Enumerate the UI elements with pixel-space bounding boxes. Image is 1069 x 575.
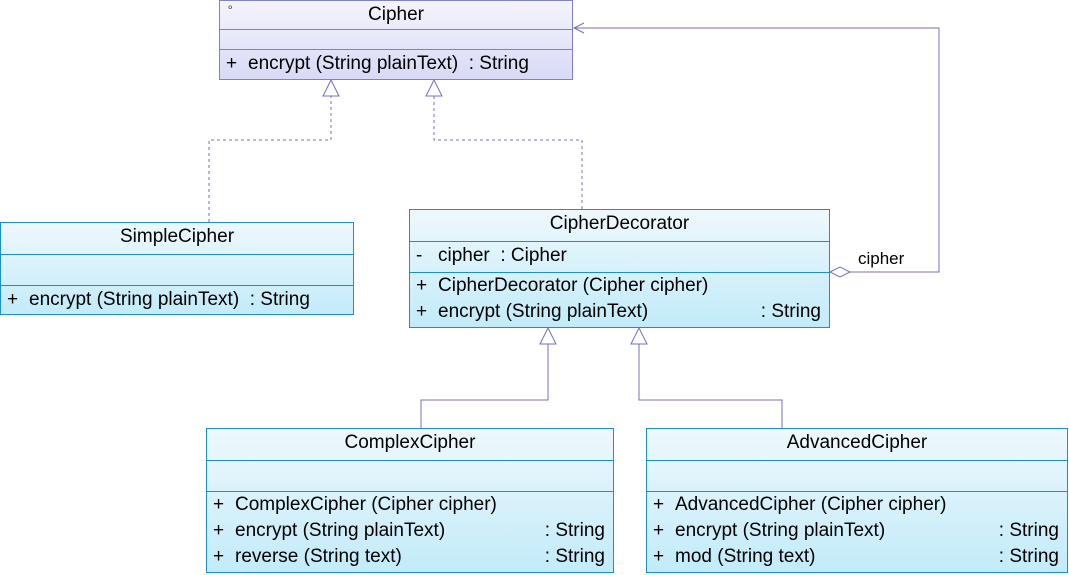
operation-row: +AdvancedCipher (Cipher cipher) xyxy=(653,494,947,515)
class-cipherdecorator[interactable]: CipherDecorator -cipher : Cipher +Cipher… xyxy=(409,209,830,328)
operations-section: +AdvancedCipher (Cipher cipher) +encrypt… xyxy=(647,491,1067,572)
attributes-section xyxy=(647,460,1067,491)
generalization-complex-arrowhead xyxy=(539,326,557,345)
class-advancedcipher[interactable]: AdvancedCipher +AdvancedCipher (Cipher c… xyxy=(646,428,1068,573)
generalization-advanced-arrowhead xyxy=(630,326,648,345)
operations-section: +encrypt (String plainText) : String xyxy=(220,49,572,79)
operation-row: +encrypt (String plainText) : String xyxy=(653,520,1059,541)
aggregation-line xyxy=(574,27,940,273)
operations-section: +encrypt (String plainText) : String xyxy=(1,285,353,314)
operations-section: +ComplexCipher (Cipher cipher) +encrypt … xyxy=(207,491,613,572)
generalization-complex-line xyxy=(420,344,549,428)
attributes-section xyxy=(207,460,613,491)
operations-section: +CipherDecorator (Cipher cipher) +encryp… xyxy=(410,272,829,327)
operation-row: +mod (String text) : String xyxy=(653,546,1059,567)
class-name: SimpleCipher xyxy=(119,226,235,247)
class-name: CipherDecorator xyxy=(549,213,690,234)
aggregation-diamond xyxy=(828,266,852,278)
realization-simplecipher-arrowhead xyxy=(322,78,340,97)
class-simplecipher[interactable]: SimpleCipher +encrypt (String plainText)… xyxy=(0,222,354,315)
class-cipher[interactable]: ⚬ Cipher +encrypt (String plainText) : S… xyxy=(219,0,573,80)
operation-row: +encrypt (String plainText) : String xyxy=(7,289,310,310)
realization-decorator-line xyxy=(433,96,583,209)
operation-row: +reverse (String text) : String xyxy=(213,546,605,567)
aggregation-open-arrow xyxy=(572,22,585,34)
class-name: AdvancedCipher xyxy=(786,432,928,453)
realization-decorator-arrowhead xyxy=(425,78,443,97)
aggregation-role-label: cipher xyxy=(858,249,905,268)
attributes-section xyxy=(1,254,353,285)
operation-row: +encrypt (String plainText) : String xyxy=(226,53,529,74)
attribute-row: -cipher : Cipher xyxy=(416,245,567,266)
class-name: ComplexCipher xyxy=(344,432,476,453)
operation-row: +encrypt (String plainText) : String xyxy=(416,301,821,322)
interface-icon: ⚬ xyxy=(226,3,235,14)
class-name: Cipher xyxy=(368,4,424,25)
operation-row: +ComplexCipher (Cipher cipher) xyxy=(213,494,497,515)
class-complexcipher[interactable]: ComplexCipher +ComplexCipher (Cipher cip… xyxy=(206,428,614,573)
realization-simplecipher-line xyxy=(208,96,332,222)
attributes-section xyxy=(220,29,572,49)
generalization-advanced-line xyxy=(638,344,783,428)
attributes-section: -cipher : Cipher xyxy=(410,241,829,272)
operation-row: +encrypt (String plainText) : String xyxy=(213,520,605,541)
operation-row: +CipherDecorator (Cipher cipher) xyxy=(416,275,709,296)
